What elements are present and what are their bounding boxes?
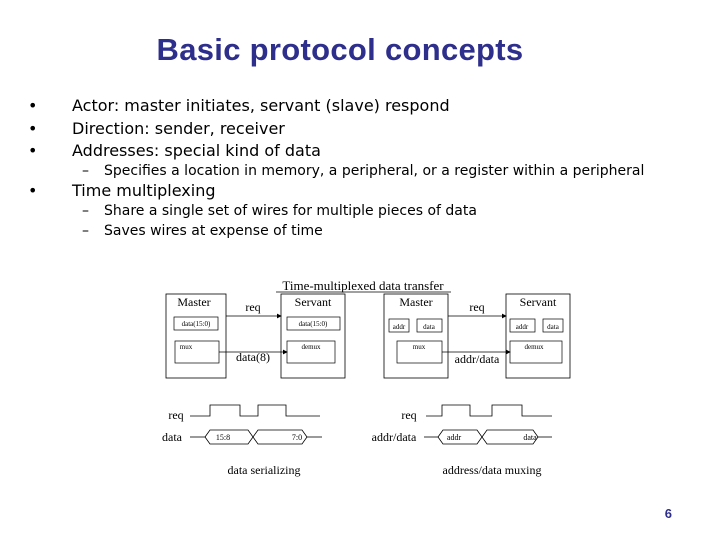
addr-data-bus-label: addr/data bbox=[455, 352, 500, 366]
servant-data-label: data(15:0) bbox=[299, 320, 328, 328]
master-block bbox=[165, 293, 227, 379]
master-label: Master bbox=[177, 295, 210, 309]
bullet-marker: • bbox=[28, 96, 38, 115]
timing-caption: data serializing bbox=[228, 463, 301, 477]
data-bus-label: data(8) bbox=[236, 350, 270, 364]
bullet-addresses: Addresses: special kind of data bbox=[72, 141, 321, 160]
timing-caption: address/data muxing bbox=[443, 463, 542, 477]
servant-label: Servant bbox=[520, 295, 557, 309]
master-block bbox=[383, 293, 449, 379]
servant-block bbox=[505, 293, 571, 379]
master-addr-label: addr bbox=[393, 323, 406, 331]
servant-addr-register bbox=[509, 318, 536, 333]
addr-data-timing-label: addr/data bbox=[372, 430, 417, 444]
servant-label: Servant bbox=[295, 295, 332, 309]
master-data-label: data bbox=[423, 323, 436, 331]
servant-data-register bbox=[542, 318, 564, 333]
data-value-low: 7:0 bbox=[292, 433, 302, 442]
master-addr-register bbox=[388, 318, 410, 333]
req-timing-label: req bbox=[401, 408, 416, 422]
demux-label: demux bbox=[301, 343, 321, 351]
req-waveform bbox=[190, 404, 320, 417]
mux-label: mux bbox=[413, 343, 426, 351]
slide-title: Basic protocol concepts bbox=[156, 32, 524, 67]
servant-data-register bbox=[286, 316, 341, 331]
bullet-actor: Actor: master initiates, servant (slave)… bbox=[72, 96, 450, 115]
data-value: data bbox=[523, 433, 537, 442]
bullet-marker: • bbox=[28, 141, 38, 160]
servant-block bbox=[280, 293, 346, 379]
bullet-time-multiplexing: Time multiplexing bbox=[72, 181, 216, 200]
bullet-list: • Actor: master initiates, servant (slav… bbox=[0, 0, 720, 260]
demux-label: demux bbox=[524, 343, 544, 351]
servant-data-label: data bbox=[547, 323, 560, 331]
data-timing-label: data bbox=[162, 430, 183, 444]
sub-bullet-marker: – bbox=[82, 223, 89, 239]
servant-addr-label: addr bbox=[516, 323, 529, 331]
sub-bullet-specifies: Specifies a location in memory, a periph… bbox=[104, 163, 645, 179]
req-waveform bbox=[426, 404, 552, 417]
data-value-high: 15:8 bbox=[216, 433, 230, 442]
master-data-register bbox=[173, 316, 219, 331]
addr-value: addr bbox=[447, 433, 462, 442]
sub-bullet-marker: – bbox=[82, 203, 89, 219]
page-number: 6 bbox=[664, 506, 672, 521]
bullet-marker: • bbox=[28, 181, 38, 200]
master-data-label: data(15:0) bbox=[182, 320, 211, 328]
req-label: req bbox=[469, 300, 484, 314]
req-label: req bbox=[245, 300, 260, 314]
master-data-register bbox=[416, 318, 443, 333]
master-label: Master bbox=[399, 295, 432, 309]
bullet-marker: • bbox=[28, 119, 38, 138]
sub-bullet-marker: – bbox=[82, 163, 89, 179]
figure-title: Time-multiplexed data transfer bbox=[282, 278, 444, 293]
sub-bullet-share: Share a single set of wires for multiple… bbox=[104, 203, 477, 219]
bullet-direction: Direction: sender, receiver bbox=[72, 119, 285, 138]
sub-bullet-saves: Saves wires at expense of time bbox=[104, 223, 323, 239]
req-timing-label: req bbox=[168, 408, 183, 422]
mux-label: mux bbox=[180, 343, 193, 351]
